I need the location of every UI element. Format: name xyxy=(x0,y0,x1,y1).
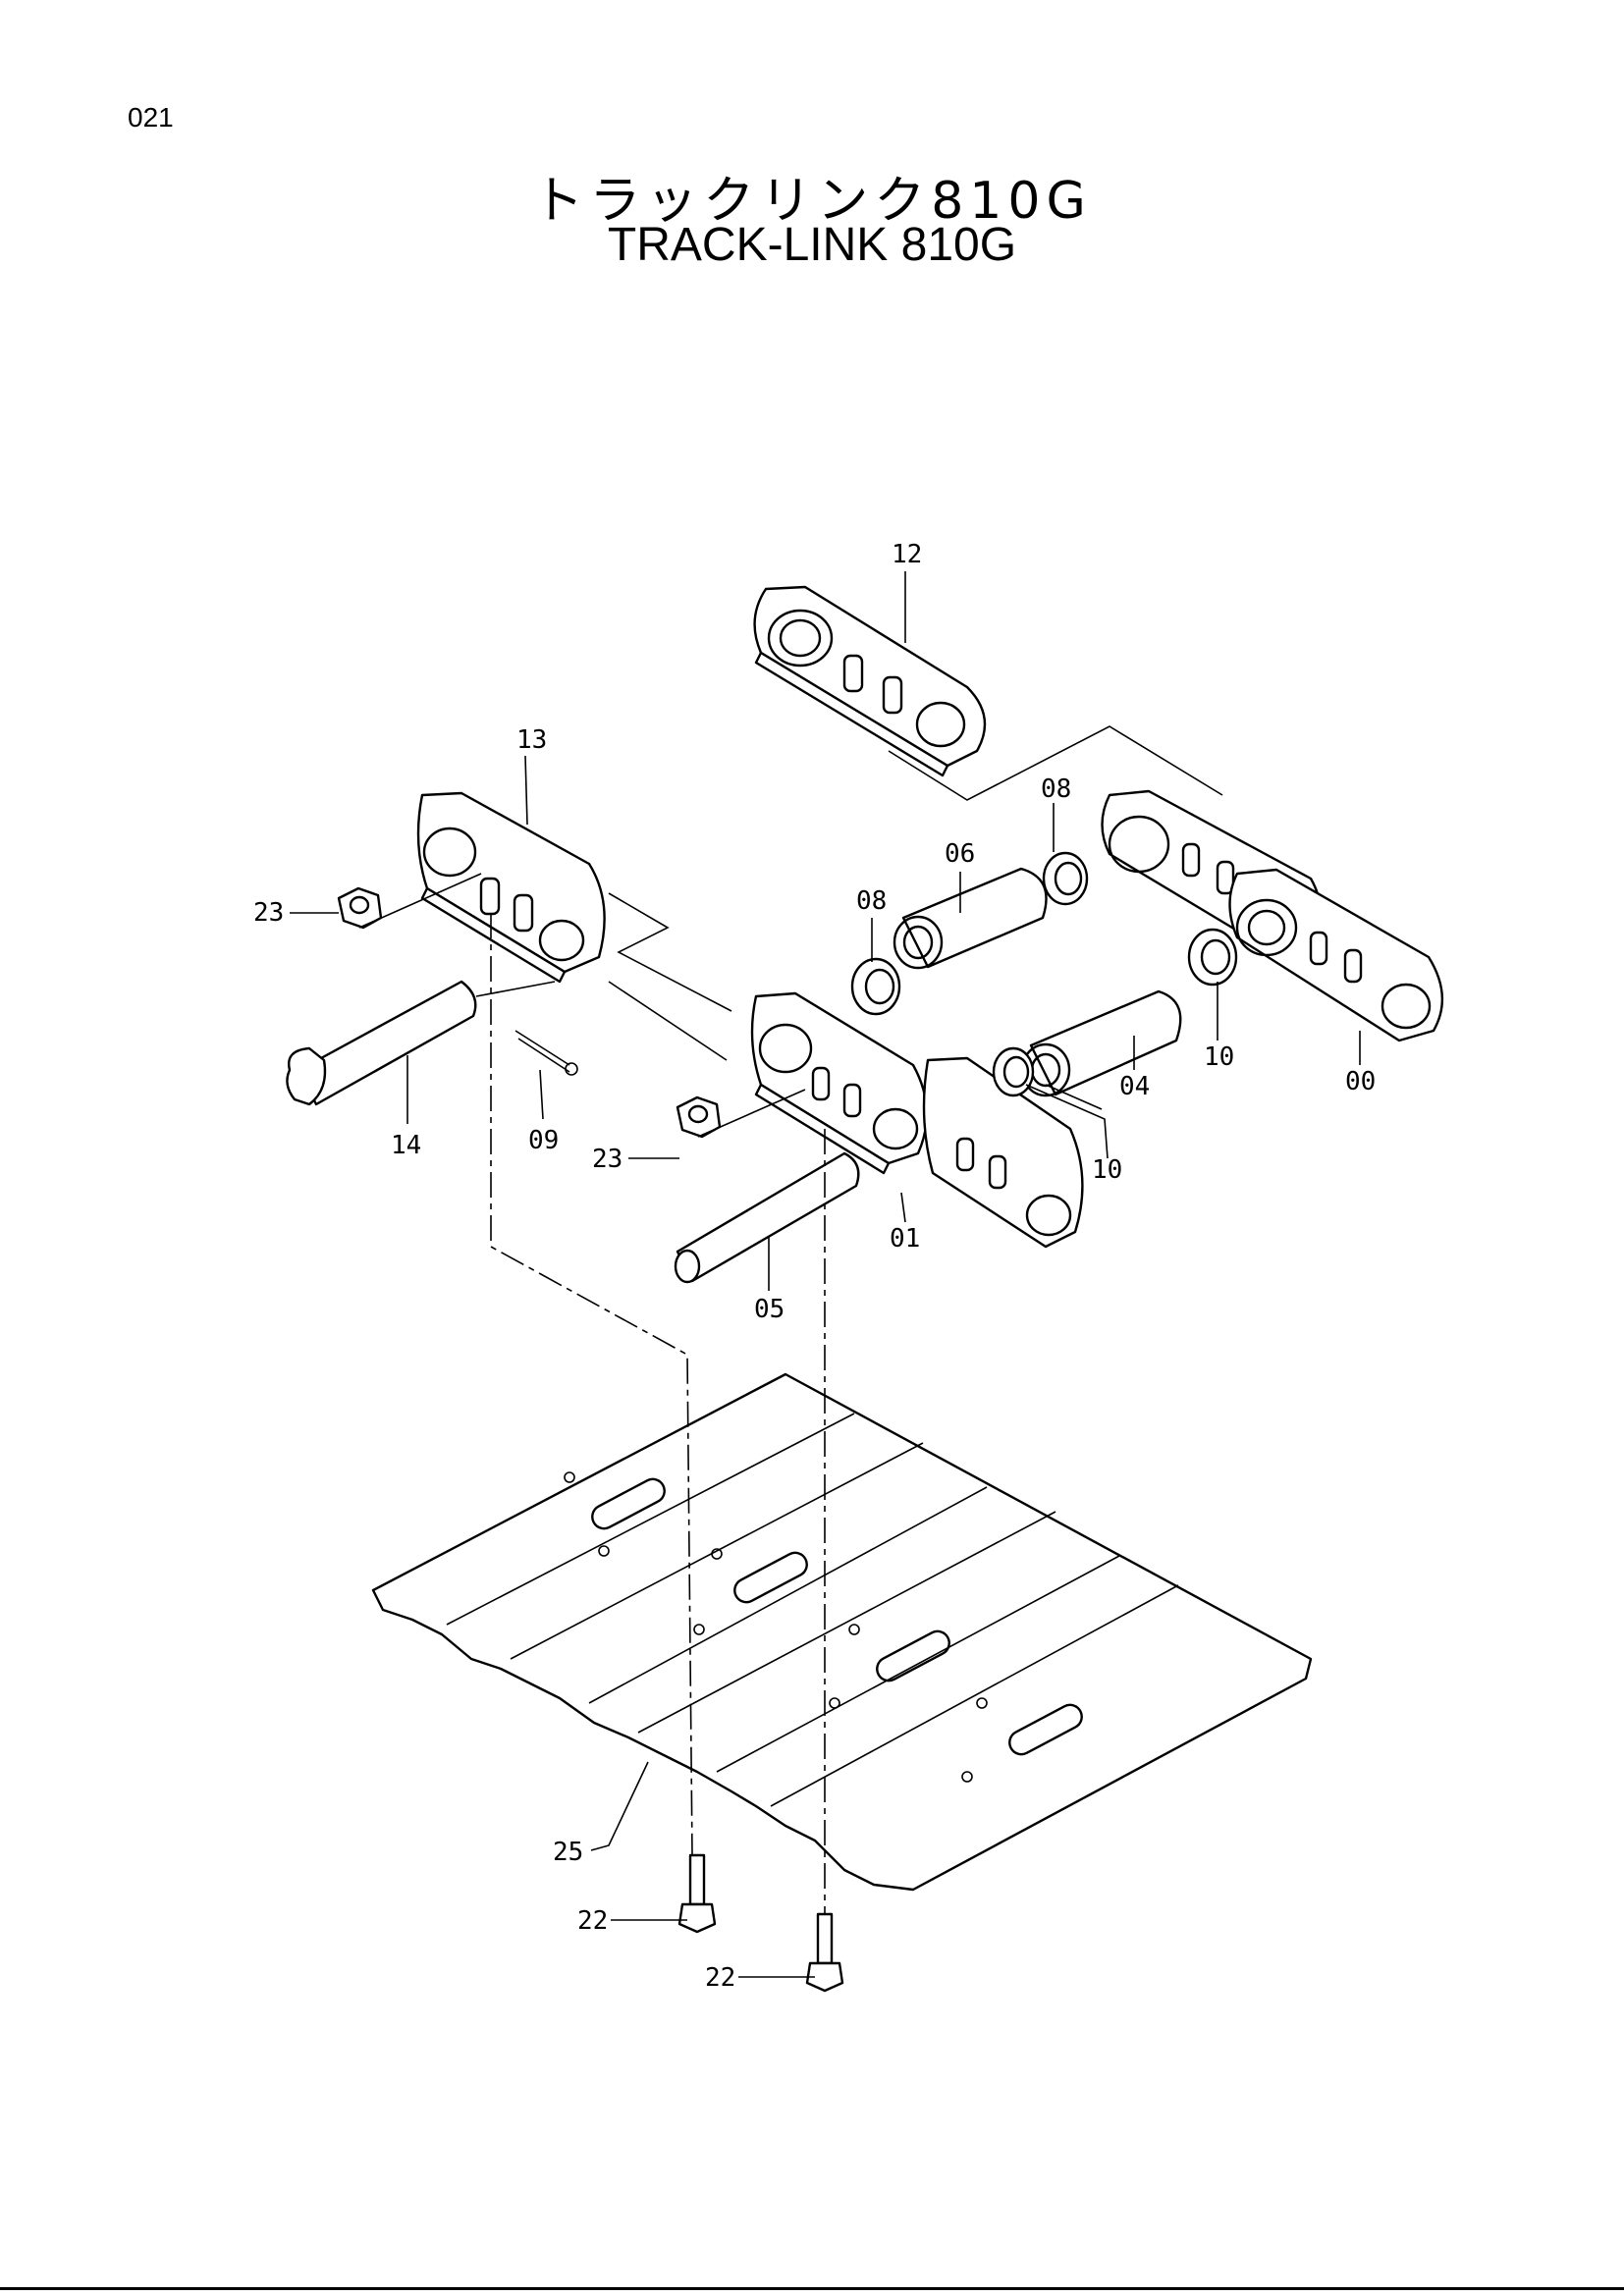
bolt-22-left xyxy=(677,1853,717,1934)
callout-05: 05 xyxy=(754,1295,785,1324)
callout-01: 01 xyxy=(890,1224,920,1254)
title-english: TRACK-LINK 810G xyxy=(607,219,1017,271)
seal-10-right xyxy=(1187,928,1238,987)
bushing-06 xyxy=(893,867,1048,970)
track-shoe-25 xyxy=(371,1372,1313,1892)
assembly-lines xyxy=(358,725,1223,1914)
bushing-04 xyxy=(1020,989,1182,1097)
callout-08-left: 08 xyxy=(856,886,887,916)
track-link-12 xyxy=(753,585,987,777)
callout-22-right: 22 xyxy=(705,1963,735,1993)
seal-08-right xyxy=(1042,851,1089,906)
pin-05 xyxy=(674,1151,860,1284)
track-link-01 xyxy=(750,991,928,1175)
bolt-22-right xyxy=(805,1912,844,1993)
callout-14: 14 xyxy=(391,1131,421,1160)
callout-leaders xyxy=(290,571,1361,1978)
track-link-13 xyxy=(416,791,606,984)
callout-12: 12 xyxy=(892,540,922,569)
nut-23-left xyxy=(337,886,383,930)
callout-09: 09 xyxy=(528,1126,559,1155)
callout-25: 25 xyxy=(553,1838,583,1867)
callout-23-left: 23 xyxy=(253,898,284,928)
master-pin-14 xyxy=(286,980,477,1106)
callout-10-center: 10 xyxy=(1092,1155,1122,1185)
callout-13: 13 xyxy=(516,725,547,755)
seal-08-left xyxy=(850,957,901,1016)
callout-06: 06 xyxy=(945,839,975,869)
track-link-00 xyxy=(1101,789,1443,1042)
cotter-pin-09 xyxy=(514,1030,578,1076)
seal-10-center xyxy=(992,1046,1035,1097)
callout-23-center: 23 xyxy=(592,1145,623,1174)
callout-00: 00 xyxy=(1345,1067,1376,1096)
callout-04: 04 xyxy=(1119,1072,1150,1101)
bottom-rule xyxy=(0,2287,1624,2290)
callout-10-right: 10 xyxy=(1204,1042,1234,1072)
page-number: 021 xyxy=(128,102,174,133)
callout-22-left: 22 xyxy=(577,1906,608,1936)
track-link-inner xyxy=(922,1056,1084,1249)
callout-08-right: 08 xyxy=(1041,774,1071,804)
title-japanese: トラックリンク810G xyxy=(532,172,1092,231)
